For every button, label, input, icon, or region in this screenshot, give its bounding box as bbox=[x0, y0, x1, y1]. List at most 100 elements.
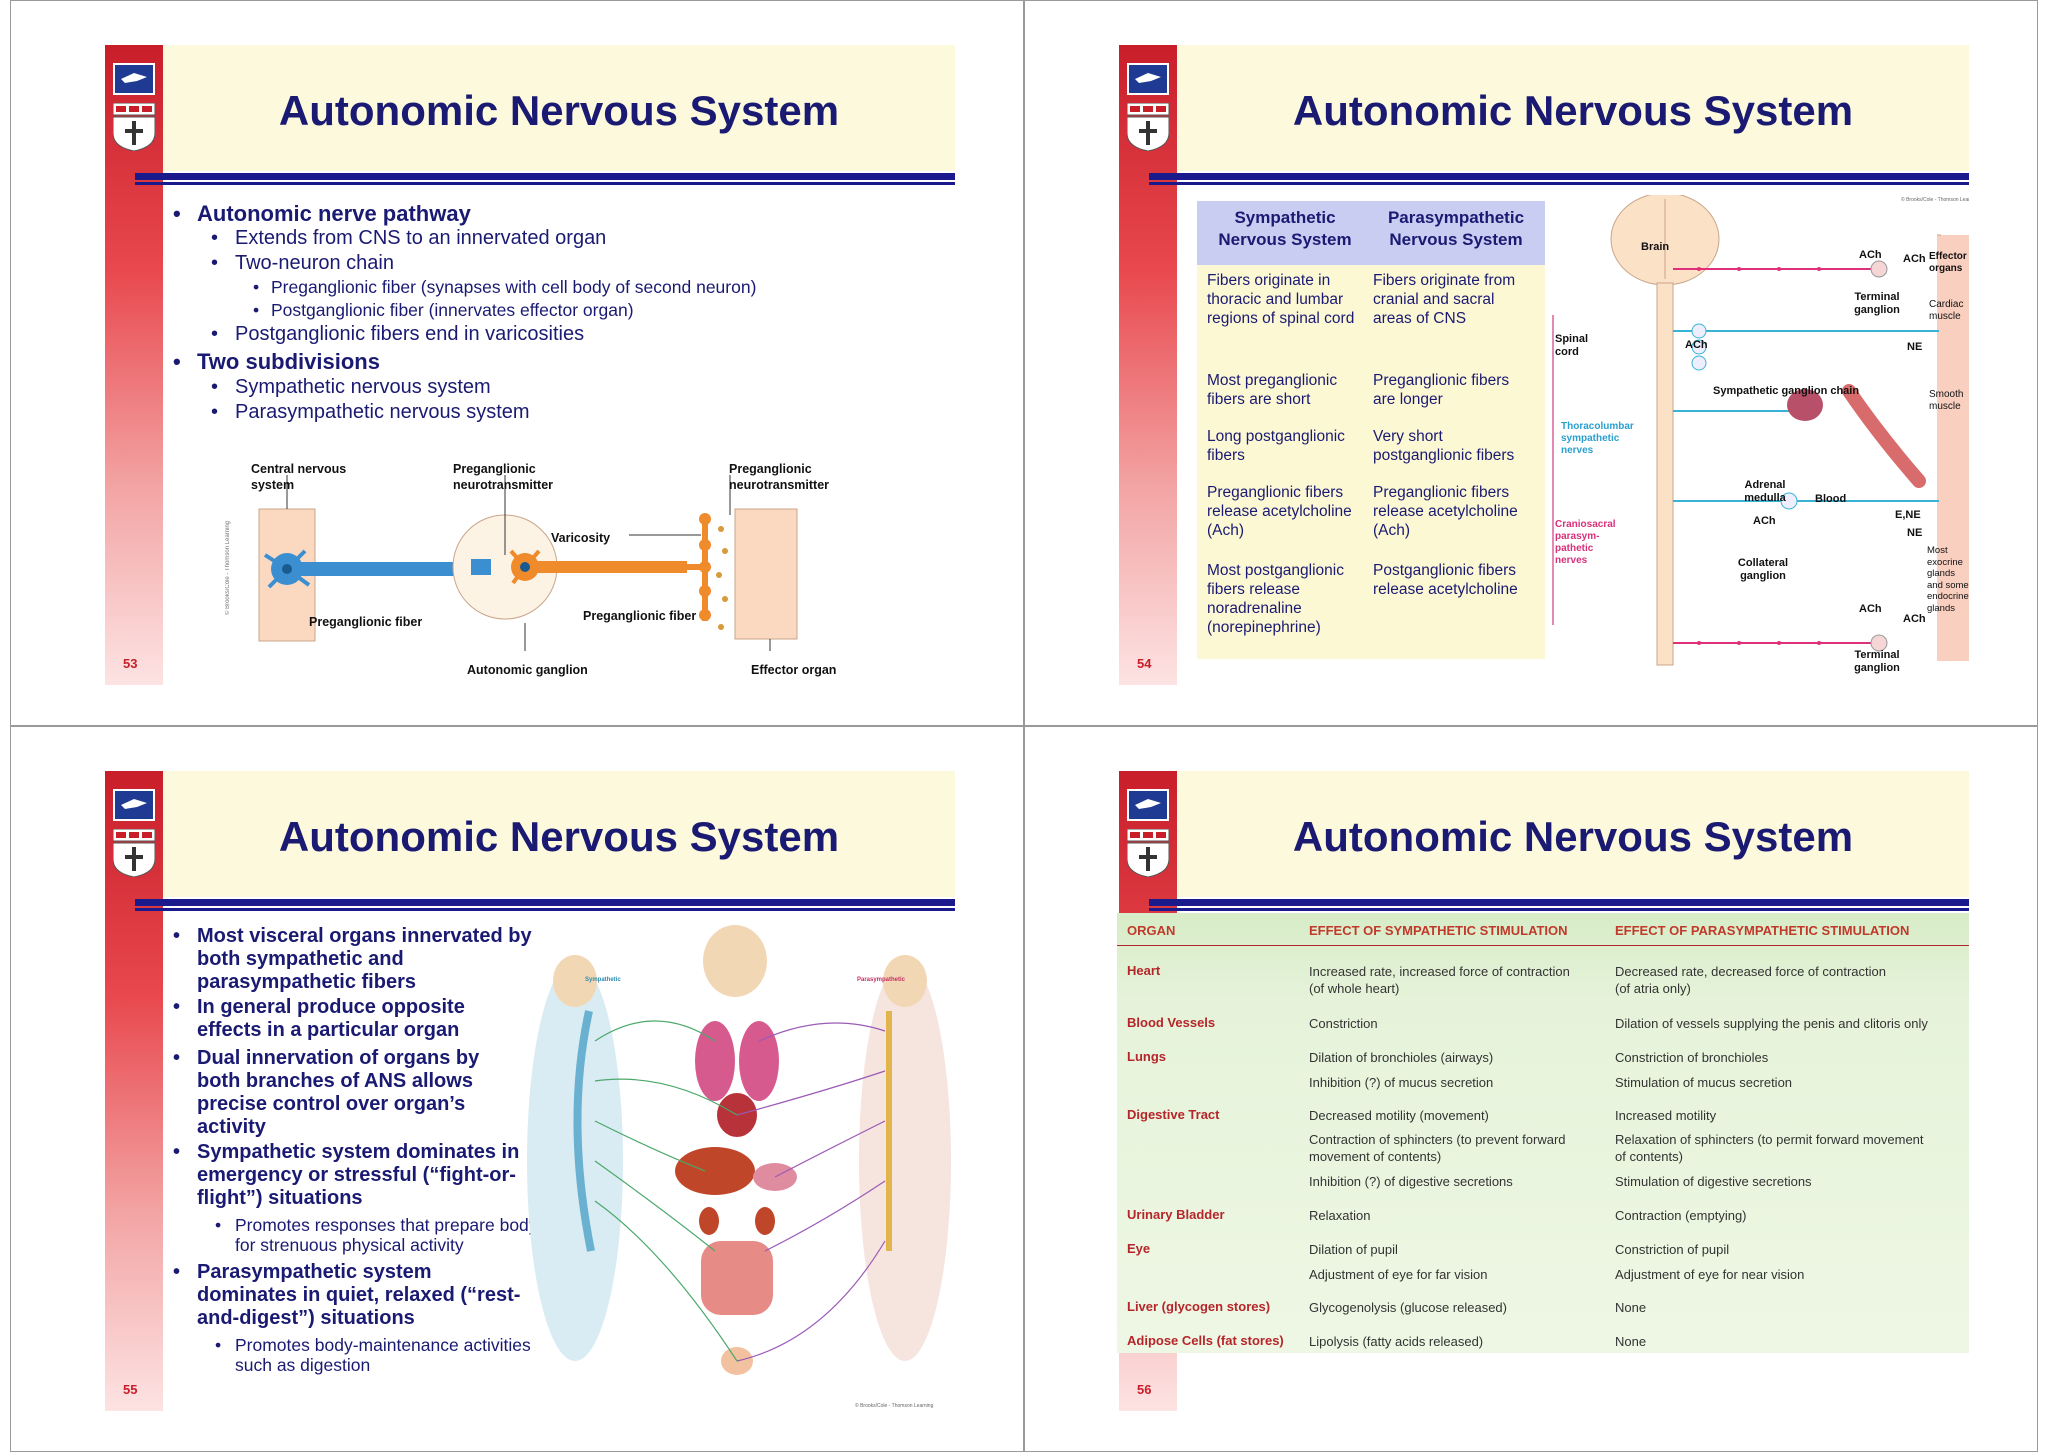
organ-label: Urinary Bladder bbox=[1127, 1207, 1225, 1222]
red-sidebar bbox=[105, 771, 163, 1411]
table-cell: Stimulation of digestive secretions bbox=[1615, 1174, 1812, 1189]
table-cell: Dilation of pupil bbox=[1309, 1242, 1398, 1257]
figure-label: ACh bbox=[1859, 249, 1882, 261]
figure-label: NE bbox=[1907, 341, 1923, 353]
header-rule bbox=[1117, 945, 1969, 946]
title-rule bbox=[1149, 899, 1969, 906]
table-cell: (of atria only) bbox=[1615, 981, 1691, 996]
flag-logo-icon bbox=[1127, 789, 1169, 821]
table-cell: Adjustment of eye for near vision bbox=[1615, 1267, 1805, 1282]
bullet: •Postganglionic fiber (innervates effect… bbox=[253, 300, 634, 320]
title-rule-thin bbox=[135, 908, 955, 911]
title-rule-thin bbox=[1149, 908, 1969, 911]
bullet: •Sympathetic nervous system bbox=[211, 376, 491, 398]
table-cell: (of whole heart) bbox=[1309, 981, 1400, 996]
table-cell: Relaxation bbox=[1309, 1208, 1371, 1223]
slide-56: Autonomic Nervous System ORGAN EFFECT OF… bbox=[1109, 771, 1969, 1411]
crest-logo-icon bbox=[112, 828, 156, 878]
slide-cell-55: Autonomic Nervous System •Most visceral … bbox=[10, 726, 1024, 1452]
page-number: 55 bbox=[123, 1382, 138, 1397]
slide-53: Autonomic Nervous System •Autonomic nerv… bbox=[95, 45, 955, 685]
organ-label: Digestive Tract bbox=[1127, 1107, 1220, 1122]
bullet: •Extends from CNS to an innervated organ bbox=[211, 227, 607, 249]
red-sidebar bbox=[1119, 45, 1177, 685]
table-cell: Inhibition (?) of digestive secretions bbox=[1309, 1174, 1513, 1189]
bullet: •Promotes body-maintenance activities su… bbox=[215, 1335, 531, 1375]
bullet: •Preganglionic fiber (synapses with cell… bbox=[253, 277, 757, 297]
flag-logo-icon bbox=[1127, 63, 1169, 95]
organ-label: Lungs bbox=[1127, 1049, 1166, 1064]
page-number: 53 bbox=[123, 656, 138, 671]
figure-label: ACh bbox=[1685, 339, 1708, 351]
table-cell: Very short postganglionic fibers bbox=[1373, 428, 1515, 464]
table-cell: Contraction of sphincters (to prevent fo… bbox=[1309, 1132, 1566, 1147]
slide-cell-54: Autonomic Nervous System Sympathetic Ner… bbox=[1024, 0, 2038, 726]
bullet: •Two-neuron chain bbox=[211, 252, 394, 274]
effects-table bbox=[1117, 913, 1969, 1353]
diagram-label: Central nervous system bbox=[251, 462, 347, 492]
crest-logo-icon bbox=[1126, 102, 1170, 152]
table-cell: Increased motility bbox=[1615, 1108, 1717, 1123]
figure-label: Cardiac muscle bbox=[1929, 299, 1964, 322]
figure-label: Smooth muscle bbox=[1929, 389, 1964, 412]
slide-title: Autonomic Nervous System bbox=[278, 87, 840, 134]
table-cell: movement of contents) bbox=[1309, 1149, 1442, 1164]
table-cell: Most preganglionic fibers are short bbox=[1207, 372, 1338, 408]
figure-label: ACh bbox=[1903, 253, 1926, 265]
table-cell: None bbox=[1615, 1334, 1647, 1349]
comparison-table bbox=[1197, 201, 1545, 659]
figure-label: ACh bbox=[1903, 613, 1926, 625]
table-cell: Contraction (emptying) bbox=[1615, 1208, 1747, 1223]
diagram-label: Autonomic ganglion bbox=[467, 663, 588, 677]
table-cell: Most postganglionic fibers release norad… bbox=[1207, 562, 1344, 636]
title-band bbox=[163, 45, 955, 171]
table-cell: Preganglionic fibers release acetylcholi… bbox=[1373, 484, 1518, 539]
two-neuron-diagram: © Brooks/Cole - Thomson Learning bbox=[225, 475, 798, 651]
slide-cell-56: Autonomic Nervous System ORGAN EFFECT OF… bbox=[1024, 726, 2038, 1452]
diagram-label: Effector organ bbox=[751, 663, 837, 677]
table-header: Sympathetic Nervous System bbox=[1218, 208, 1352, 249]
diagram-label: Preganglionic fiber bbox=[583, 609, 697, 623]
bullet: •Parasympathetic system dominates in qui… bbox=[173, 1261, 521, 1329]
table-header: ORGAN bbox=[1127, 923, 1176, 938]
organ-label: Liver (glycogen stores) bbox=[1127, 1299, 1271, 1314]
figure-label: ACh bbox=[1859, 603, 1882, 615]
figure-label: Most exocrine glands and some endocrine … bbox=[1927, 545, 1969, 614]
table-cell: Fibers originate in thoracic and lumbar … bbox=[1207, 272, 1355, 327]
table-cell: Stimulation of mucus secretion bbox=[1615, 1075, 1793, 1090]
figure-label: Terminal ganglion bbox=[1854, 291, 1900, 316]
diagram-label: Preganglionic fiber bbox=[309, 615, 423, 629]
table-cell: Relaxation of sphincters (to permit forw… bbox=[1615, 1132, 1924, 1147]
title-rule-thin bbox=[1149, 182, 1969, 185]
figure-label: NE bbox=[1907, 527, 1923, 539]
svg-text:© Brooks/Cole - Thomson Learni: © Brooks/Cole - Thomson Learning bbox=[225, 521, 231, 615]
figure-label: Brain bbox=[1641, 241, 1670, 253]
figure-label: ACh bbox=[1753, 515, 1776, 527]
figure-label: Craniosacral parasym-pathetic nerves bbox=[1555, 519, 1616, 566]
table-cell: None bbox=[1615, 1300, 1647, 1315]
bullet: •Sympathetic system dominates in emergen… bbox=[173, 1141, 520, 1209]
bullet: •Two subdivisions bbox=[173, 349, 380, 374]
table-cell: Decreased motility (movement) bbox=[1309, 1108, 1489, 1123]
diagram-label: Varicosity bbox=[551, 531, 611, 545]
figure-label: Thoracolumbar sympathetic nerves bbox=[1561, 421, 1634, 456]
page-number: 56 bbox=[1137, 1382, 1152, 1397]
bullet: •Promotes responses that prepare body fo… bbox=[215, 1215, 538, 1255]
table-header: EFFECT OF PARASYMPATHETIC STIMULATION bbox=[1615, 923, 1910, 938]
organ-label: Adipose Cells (fat stores) bbox=[1127, 1333, 1284, 1348]
slide-55: Autonomic Nervous System •Most visceral … bbox=[95, 771, 955, 1411]
organ-label: Eye bbox=[1127, 1241, 1151, 1256]
diagram-label: Preganglionic neurotransmitter bbox=[453, 462, 554, 492]
figure-label: Adrenal medulla bbox=[1744, 479, 1786, 504]
table-cell: Increased rate, increased force of contr… bbox=[1309, 964, 1570, 979]
title-rule bbox=[135, 173, 955, 180]
figure-label: Terminal ganglion bbox=[1854, 649, 1900, 674]
title-rule-thin bbox=[135, 182, 955, 185]
title-band bbox=[1177, 771, 1969, 897]
figure-label: Blood bbox=[1815, 493, 1847, 505]
table-cell: Constriction bbox=[1309, 1016, 1378, 1031]
flag-logo-icon bbox=[113, 63, 155, 95]
figure-label: Sympathetic ganglion chain bbox=[1713, 385, 1860, 397]
table-cell: Dilation of bronchioles (airways) bbox=[1309, 1050, 1494, 1065]
figure-label: Collateral ganglion bbox=[1737, 557, 1789, 582]
